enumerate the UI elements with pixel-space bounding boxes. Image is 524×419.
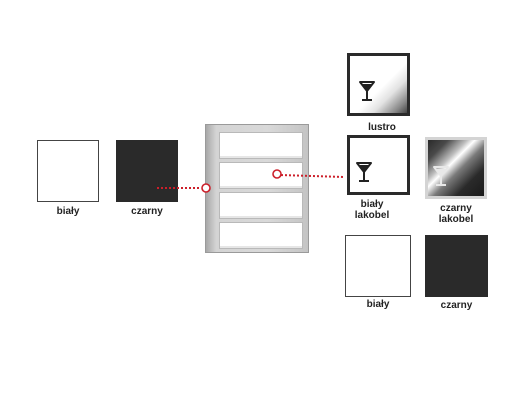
connector-front-line: [280, 174, 344, 178]
wine-glass-icon: [358, 80, 376, 107]
front-swatch-mirror[interactable]: [347, 53, 410, 116]
dresser-drawer-3: [219, 192, 303, 219]
dresser-drawer-1: [219, 132, 303, 159]
front-swatch-white[interactable]: [345, 235, 411, 297]
wine-glass-icon: [432, 165, 450, 192]
body-swatch-white-label: biały: [56, 206, 80, 217]
front-swatch-black-lacquer-label: czarny lakobel: [438, 203, 474, 225]
front-swatch-white-lacquer-label: biały lakobel: [354, 199, 390, 221]
dresser-illustration: [205, 124, 309, 253]
front-swatch-black[interactable]: [425, 235, 488, 297]
front-swatch-white-lacquer[interactable]: [347, 135, 410, 195]
dresser-drawer-4: [219, 222, 303, 249]
front-swatch-mirror-label: lustro: [368, 122, 396, 133]
front-swatch-black-label: czarny: [440, 300, 473, 311]
front-swatch-black-lacquer[interactable]: [425, 137, 487, 199]
connector-dot-icon: [201, 183, 211, 193]
body-swatch-black[interactable]: [116, 140, 178, 202]
body-swatch-black-label: czarny: [131, 206, 163, 217]
body-swatch-white[interactable]: [37, 140, 99, 202]
connector-dot-icon: [272, 169, 282, 179]
wine-glass-icon: [355, 161, 373, 188]
front-swatch-white-label: biały: [366, 299, 390, 310]
